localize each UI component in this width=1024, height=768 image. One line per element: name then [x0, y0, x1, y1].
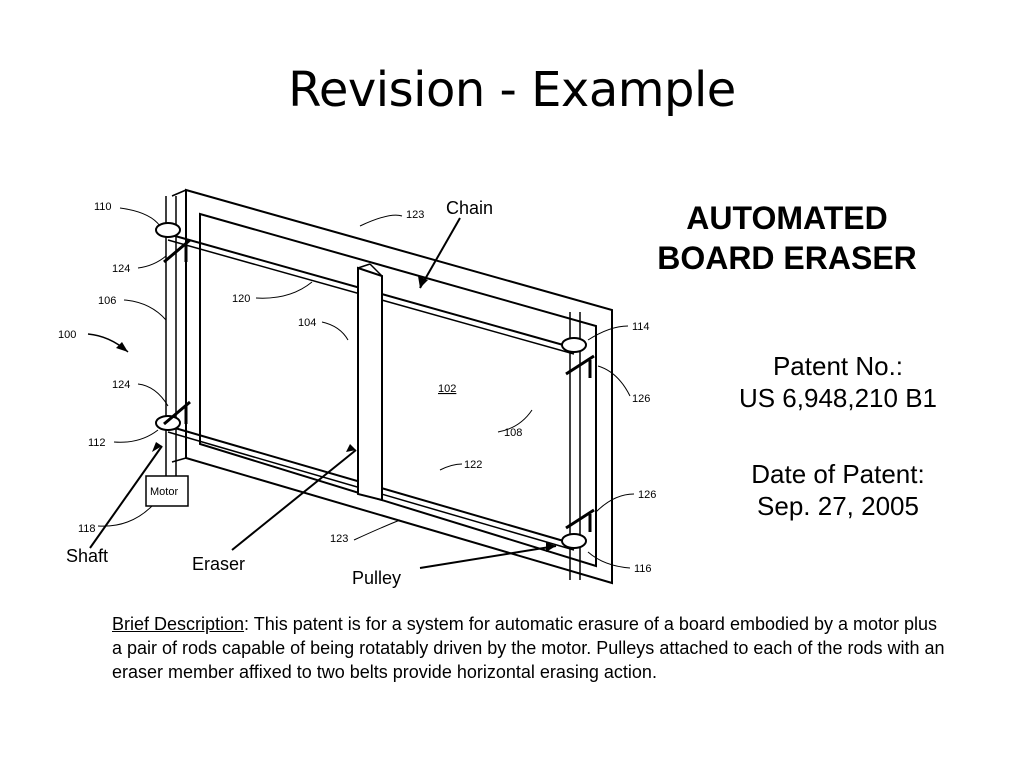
patent-label: Patent No.:	[772, 351, 904, 381]
eraser-member	[357, 266, 383, 502]
ref-106: 106	[98, 295, 116, 307]
board-frame-inner	[199, 212, 597, 568]
label-shaft: Shaft	[66, 546, 108, 566]
ref-124-top: 124	[112, 263, 130, 275]
date-label: Date of Patent:	[751, 459, 925, 489]
pulley-116	[561, 533, 587, 549]
ref-114: 114	[632, 321, 650, 333]
heading-line-2: BOARD ERASER	[657, 240, 917, 276]
slide-title: Revision - Example	[288, 62, 736, 118]
ref-123-bottom: 123	[330, 533, 348, 545]
brief-description: Brief Description: This patent is for a …	[112, 612, 952, 684]
bracket-126-bottom	[565, 508, 595, 532]
pulley-110	[155, 222, 181, 238]
motor-box	[145, 475, 189, 507]
label-motor: Motor	[150, 486, 178, 498]
pulley-114	[561, 337, 587, 353]
patent-number-block: Patent No.: US 6,948,210 B1	[700, 350, 976, 414]
ref-120: 120	[232, 293, 250, 305]
bracket-126-top	[565, 354, 595, 378]
info-heading: AUTOMATED BOARD ERASER	[612, 198, 962, 278]
date-value: Sep. 27, 2005	[757, 491, 919, 521]
ref-118: 118	[78, 523, 96, 535]
label-chain: Chain	[446, 198, 493, 218]
bracket-124-top	[163, 238, 191, 264]
ref-126-bottom: 126	[638, 489, 656, 501]
ref-122: 122	[464, 459, 482, 471]
heading-line-1: AUTOMATED	[686, 200, 888, 236]
description-text: : This patent is for a system for automa…	[112, 614, 945, 682]
ref-124-bottom: 124	[112, 379, 130, 391]
ref-123-top: 123	[406, 209, 424, 221]
ref-110: 110	[94, 201, 112, 213]
label-pulley: Pulley	[352, 568, 401, 588]
patent-number: US 6,948,210 B1	[738, 383, 938, 413]
ref-116: 116	[634, 563, 652, 575]
ref-102: 102	[438, 383, 456, 395]
ref-100: 100	[58, 329, 76, 341]
pulley-112	[155, 415, 181, 431]
description-label: Brief Description	[112, 614, 245, 634]
board-frame-outer	[185, 188, 613, 585]
bracket-124-bottom	[163, 400, 191, 426]
ref-108: 108	[504, 427, 522, 439]
ref-104: 104	[298, 317, 316, 329]
ref-112: 112	[88, 437, 106, 449]
ref-126-top: 126	[632, 393, 650, 405]
patent-date-block: Date of Patent: Sep. 27, 2005	[700, 458, 976, 522]
label-eraser: Eraser	[192, 554, 245, 574]
